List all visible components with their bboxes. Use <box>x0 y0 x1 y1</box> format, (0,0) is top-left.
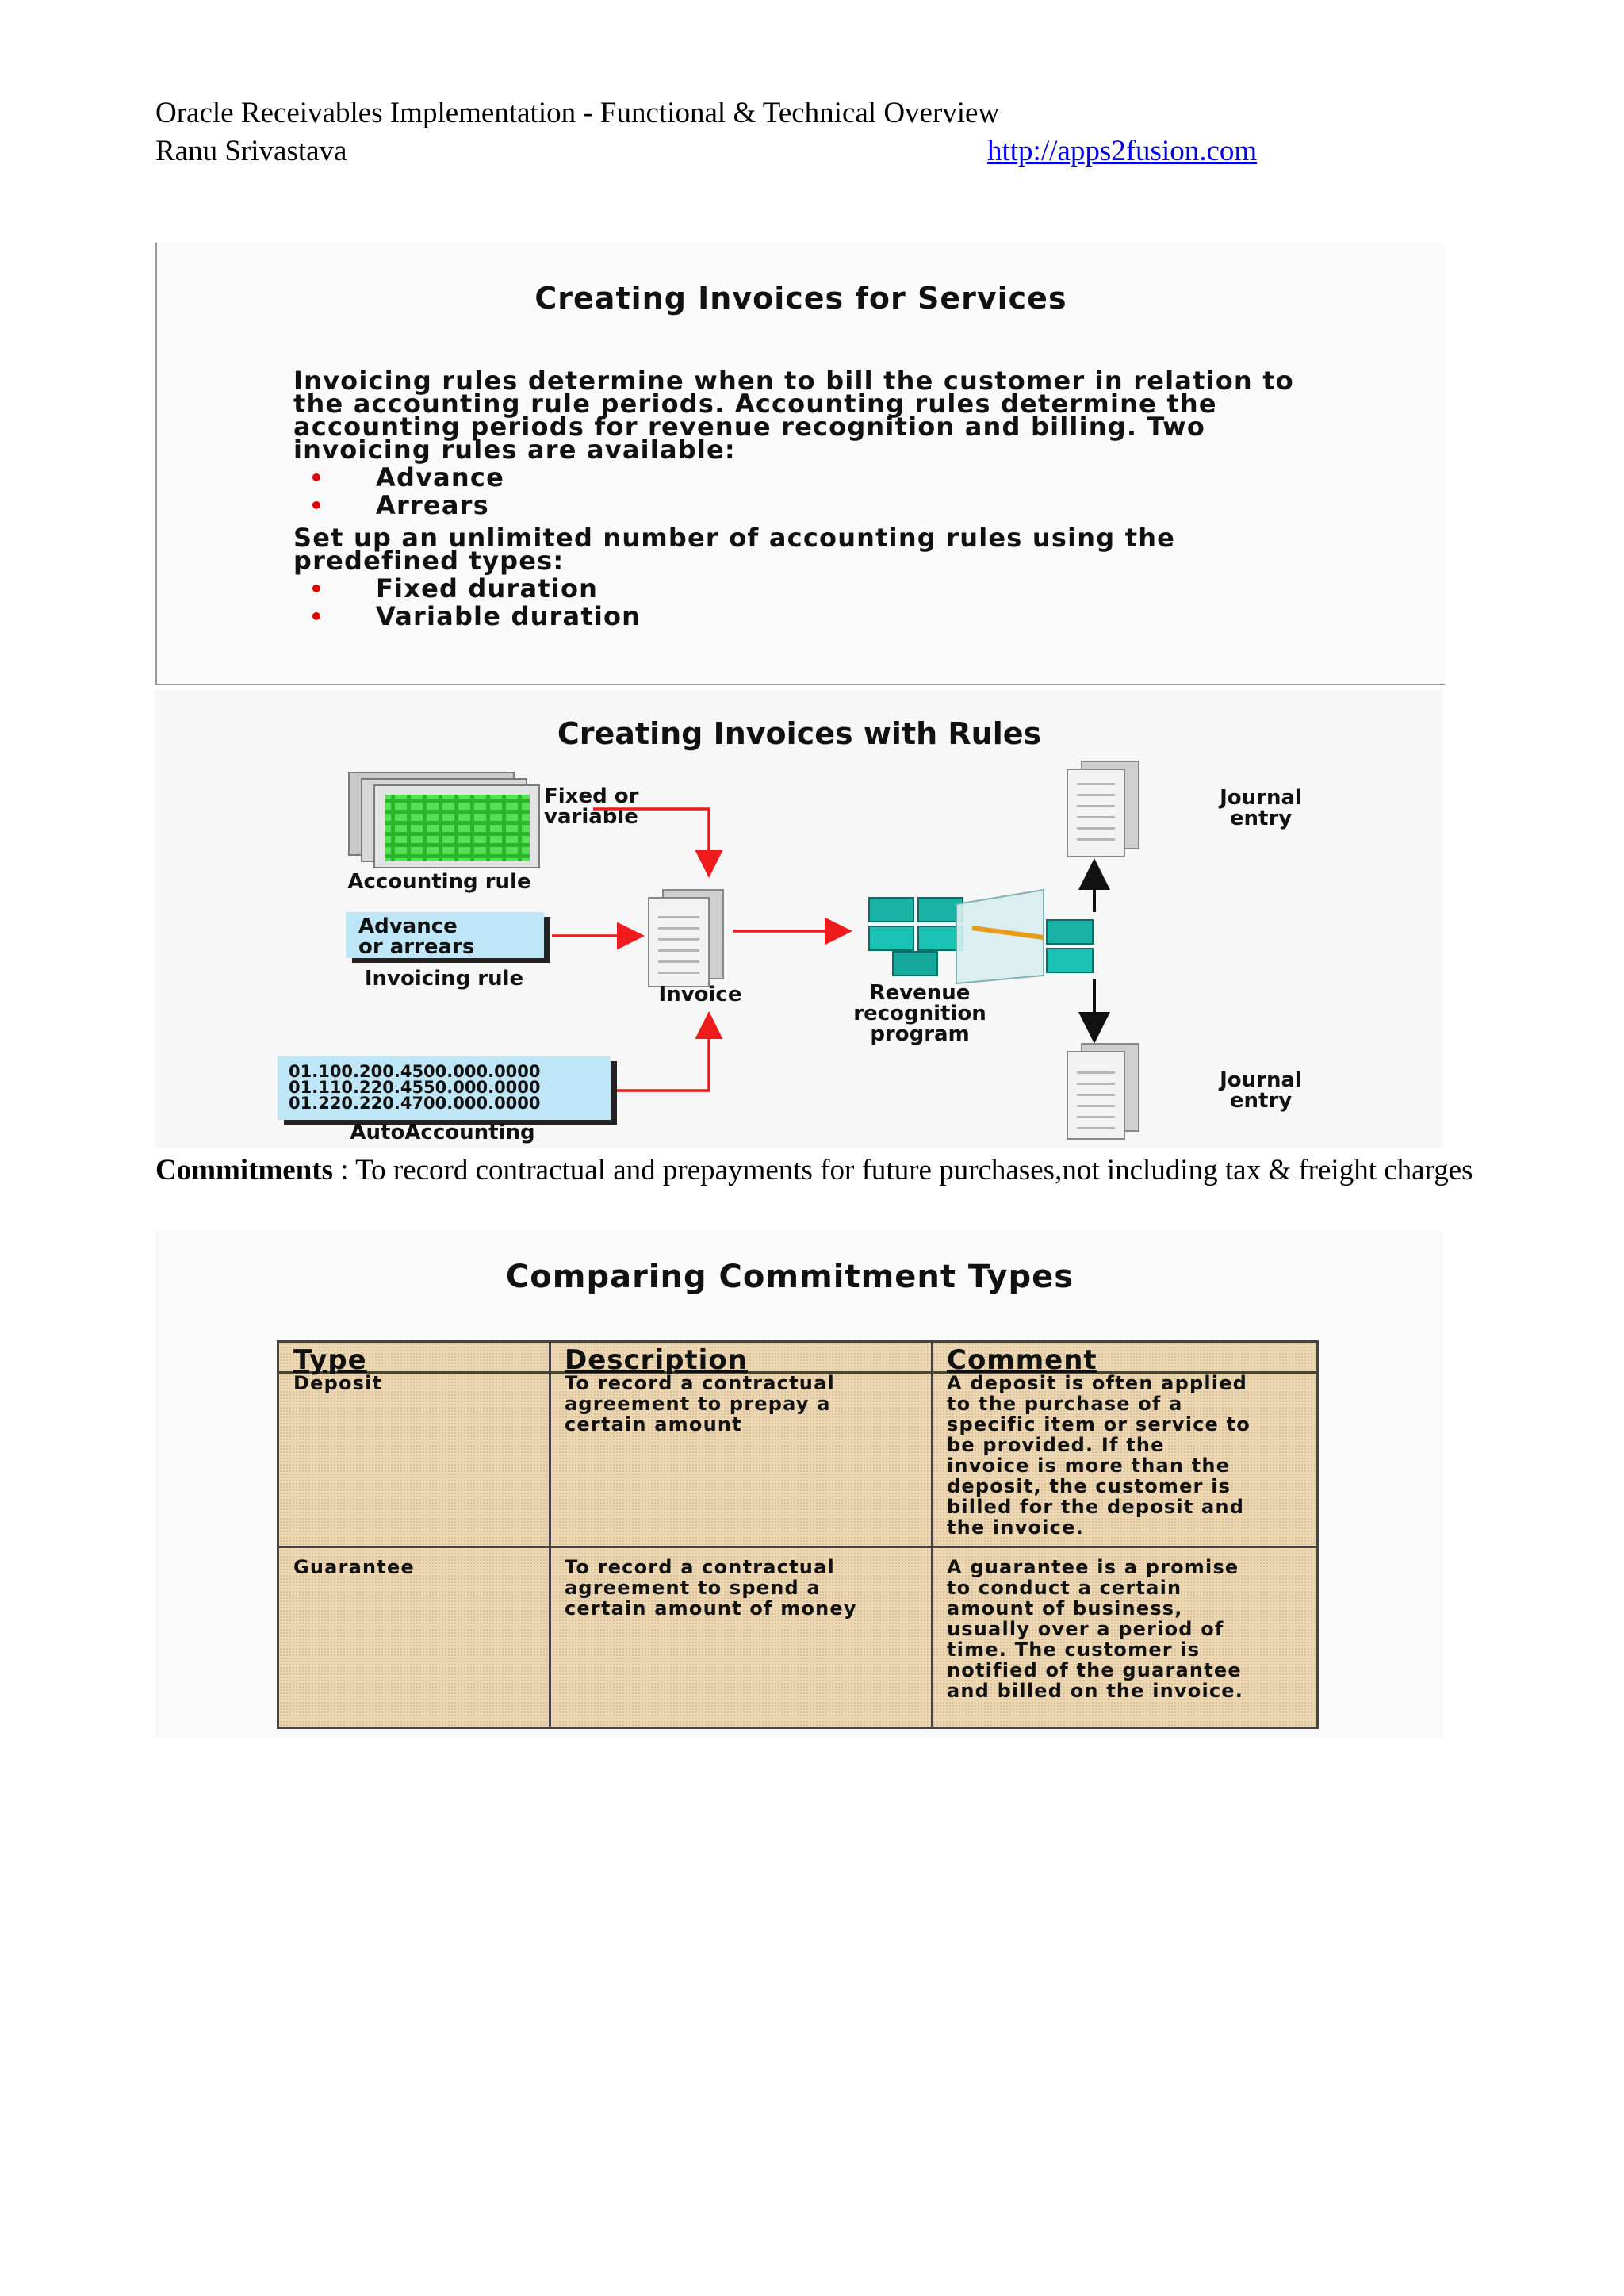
invoice-document-icon <box>648 889 724 987</box>
revenue-recognition-label-1: Revenue <box>870 981 971 1005</box>
slide-title: Creating Invoices for Services <box>534 281 1067 316</box>
column-divider <box>931 1343 933 1727</box>
arrow-fixed-to-invoice <box>593 807 723 878</box>
journal-entry-label-bottom-1: Journal <box>1218 1068 1302 1092</box>
accounting-types-list: •Fixed duration •Variable duration <box>293 573 1348 633</box>
invoicing-rule-label: Invoicing rule <box>365 967 523 991</box>
table-cell-type: Guarantee <box>293 1556 415 1578</box>
revenue-recognition-label-2: recognition <box>853 1002 986 1025</box>
journal-entry-label-top-2: entry <box>1230 807 1292 830</box>
invoice-label: Invoice <box>659 983 742 1006</box>
diagram-title: Creating Invoices with Rules <box>557 716 1041 751</box>
table-cell-description: To record a contractual agreement to spe… <box>565 1556 857 1619</box>
autoaccounting-label: AutoAccounting <box>350 1121 534 1144</box>
journal-entry-label-bottom-2: entry <box>1230 1089 1292 1113</box>
slide-creating-invoices-for-services: Creating Invoices for Services Invoicing… <box>155 243 1445 685</box>
revenue-recognition-label-3: program <box>870 1022 969 1046</box>
invoicing-rules-intro: Invoicing rules determine when to bill t… <box>293 366 1294 465</box>
row-divider <box>279 1546 1316 1548</box>
bullet-icon: • <box>309 604 325 630</box>
journal-entry-document-icon-top <box>1067 761 1139 857</box>
column-divider <box>549 1343 551 1727</box>
advance-or-arrears-label: Advance <box>358 914 458 938</box>
table-header-type: Type <box>293 1344 367 1376</box>
accounting-rules-setup-text: Set up an unlimited number of accounting… <box>293 523 1176 576</box>
invoicing-rule-box <box>346 912 550 963</box>
commitment-types-table: Type Description Comment Deposit To reco… <box>277 1340 1319 1729</box>
list-item: •Fixed duration <box>309 573 599 604</box>
slide-title: Comparing Commitment Types <box>505 1259 1074 1295</box>
bullet-icon: • <box>309 493 325 519</box>
table-cell-type: Deposit <box>293 1372 383 1394</box>
website-link[interactable]: http://apps2fusion.com <box>987 135 1258 167</box>
author-name: Ranu Srivastava <box>155 135 347 167</box>
account-code: 01.100.200.4500.000.0000 <box>289 1062 541 1081</box>
slide-comparing-commitment-types: Comparing Commitment Types Type Descript… <box>155 1231 1443 1738</box>
table-header-comment: Comment <box>947 1344 1097 1376</box>
commitments-definition: : To record contractual and prepayments … <box>333 1154 1473 1186</box>
invoice-rules-diagram: Creating Invoices with Rules Fixed or va… <box>278 716 1302 1144</box>
list-item: •Advance <box>309 462 504 493</box>
account-code: 01.220.220.4700.000.0000 <box>289 1094 541 1113</box>
account-code: 01.110.220.4550.000.0000 <box>289 1078 541 1097</box>
list-item: •Variable duration <box>309 601 642 631</box>
fixed-or-variable-label: Fixed or <box>544 784 639 808</box>
arrow-autoaccounting-to-invoice <box>614 1011 723 1092</box>
advance-or-arrears-label-2: or arrears <box>358 935 474 959</box>
journal-entry-label-top-1: Journal <box>1218 786 1302 810</box>
table-header-description: Description <box>565 1344 748 1376</box>
bullet-icon: • <box>309 576 325 602</box>
slide-creating-invoices-with-rules: Creating Invoices with Rules Fixed or va… <box>155 690 1443 1148</box>
slide-body: Invoicing rules determine when to bill t… <box>293 366 1348 638</box>
document-title: Oracle Receivables Implementation - Func… <box>155 97 1000 129</box>
table-cell-comment: A guarantee is a promise to conduct a ce… <box>947 1556 1244 1702</box>
invoicing-rules-list: •Advance •Arrears <box>293 462 1348 522</box>
commitments-term: Commitments <box>155 1154 334 1186</box>
autoaccounting-codes-box <box>278 1056 617 1125</box>
list-item: •Arrears <box>309 490 489 520</box>
commitments-paragraph: Commitments : To record contractual and … <box>155 1152 1527 1190</box>
bullet-icon: • <box>309 465 325 491</box>
table-cell-comment: A deposit is often applied to the purcha… <box>947 1372 1251 1539</box>
revenue-recognition-program-icon <box>868 888 1094 985</box>
journal-entry-document-icon-bottom <box>1067 1043 1139 1140</box>
accounting-rule-label: Accounting rule <box>347 870 530 894</box>
accounting-rule-icon <box>348 772 540 868</box>
row-divider <box>279 1371 1316 1374</box>
table-cell-description: To record a contractual agreement to pre… <box>565 1372 835 1435</box>
